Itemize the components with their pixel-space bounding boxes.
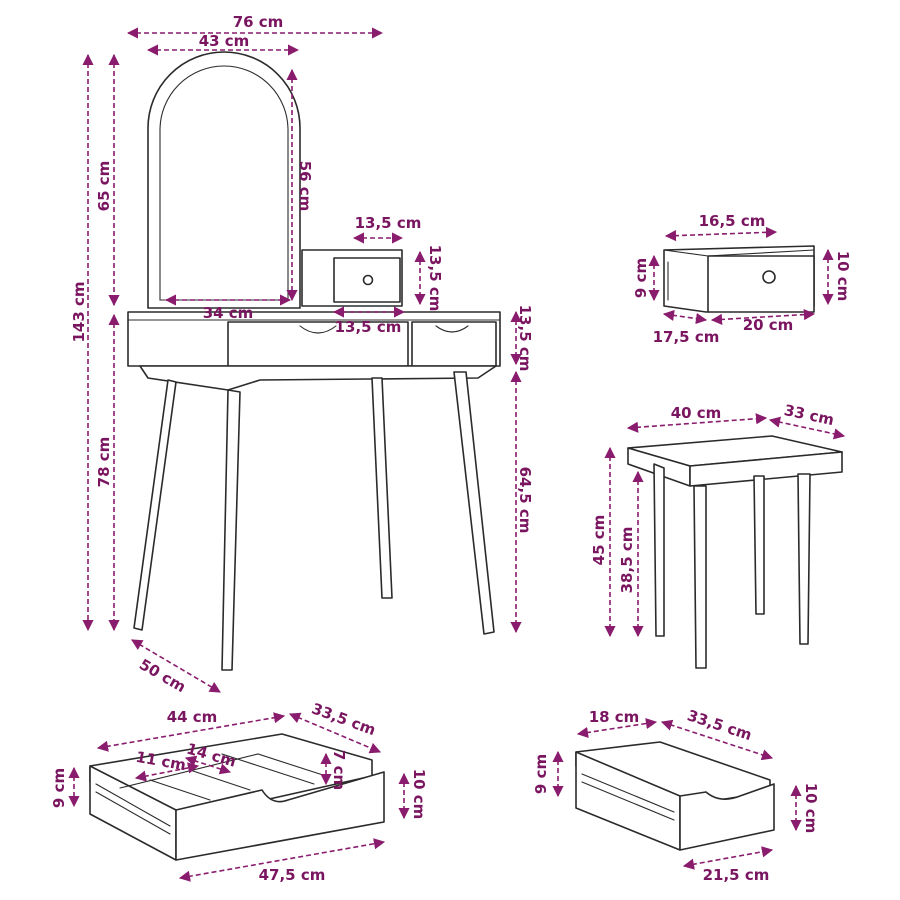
side-drawer-front <box>679 783 775 851</box>
label-mini-drawer-height-left: 9 cm <box>632 258 650 298</box>
top-box-knob-icon <box>362 274 374 286</box>
big-drawer-divider-a <box>149 779 211 801</box>
label-table-height: 78 cm <box>95 437 113 488</box>
big-drawer <box>89 733 385 861</box>
label-side-drawer-front: 21,5 cm <box>703 866 770 884</box>
label-total-height: 143 cm <box>70 281 88 342</box>
mini-drawer-dimensions: 16,5 cm 10 cm 9 cm 17,5 cm 20 cm <box>632 212 852 346</box>
side-drawer <box>575 741 775 851</box>
label-side-drawer-height-left: 9 cm <box>532 754 550 794</box>
stool-dimensions: 40 cm 33 cm 45 cm 38,5 cm <box>590 401 846 638</box>
label-stool-leg-height: 38,5 cm <box>618 527 636 594</box>
table-leg-back-left <box>371 377 393 599</box>
label-mirror-height: 56 cm <box>296 161 314 212</box>
label-stool-height: 45 cm <box>590 515 608 566</box>
stool-leg-2 <box>693 485 707 669</box>
table-leg-back-right <box>453 371 495 635</box>
big-drawer-divider-c <box>221 753 315 785</box>
label-leg-height: 64,5 cm <box>516 467 534 534</box>
label-apron-height: 13,5 cm <box>516 305 534 372</box>
label-table-depth: 50 cm <box>136 655 189 696</box>
label-side-drawer-height-right: 10 cm <box>802 783 820 834</box>
mirror-frame <box>147 51 301 309</box>
vanity-dimensions: 76 cm 43 cm 56 cm 34 cm 143 cm 65 cm 78 … <box>70 13 534 696</box>
label-big-drawer-width: 44 cm <box>167 708 218 726</box>
label-mini-drawer-depth: 17,5 cm <box>653 328 720 346</box>
table-leg-front-right <box>221 389 241 671</box>
label-small-drawer-width: 13,5 cm <box>335 318 402 336</box>
label-side-drawer-depth: 33,5 cm <box>685 706 754 744</box>
label-big-drawer-height-left: 9 cm <box>50 768 68 808</box>
mini-drawer <box>663 245 815 313</box>
table-apron <box>139 365 497 391</box>
big-drawer-front <box>175 771 385 861</box>
label-big-drawer-front: 47,5 cm <box>259 866 326 884</box>
label-upper-height: 65 cm <box>95 161 113 212</box>
label-big-drawer-depth: 33,5 cm <box>309 699 378 739</box>
stool-leg-1 <box>653 463 665 637</box>
stool-leg-4 <box>797 473 811 645</box>
label-stool-width: 40 cm <box>671 404 722 422</box>
mini-drawer-knob-icon <box>762 270 776 284</box>
label-mini-drawer-length: 20 cm <box>743 316 794 334</box>
vanity-table <box>127 51 501 671</box>
label-compartment-c: 7 cm <box>330 750 348 790</box>
label-mini-drawer-width: 16,5 cm <box>699 212 766 230</box>
stool-leg-3 <box>753 475 765 615</box>
label-mini-drawer-height-right: 10 cm <box>834 251 852 302</box>
label-mirror-width: 43 cm <box>199 32 250 50</box>
mirror-glass <box>159 65 289 301</box>
label-top-box-height: 13,5 cm <box>426 245 444 312</box>
label-vanity-width: 76 cm <box>233 13 284 31</box>
label-big-drawer-height-right: 10 cm <box>410 769 428 820</box>
stool <box>627 435 843 669</box>
side-drawer-front <box>411 321 497 367</box>
label-mirror-inner-width: 34 cm <box>203 304 254 322</box>
mini-drawer-front <box>707 255 815 313</box>
label-top-box-width: 13,5 cm <box>355 214 422 232</box>
table-leg-front-left <box>133 379 177 631</box>
label-side-drawer-width: 18 cm <box>589 708 640 726</box>
